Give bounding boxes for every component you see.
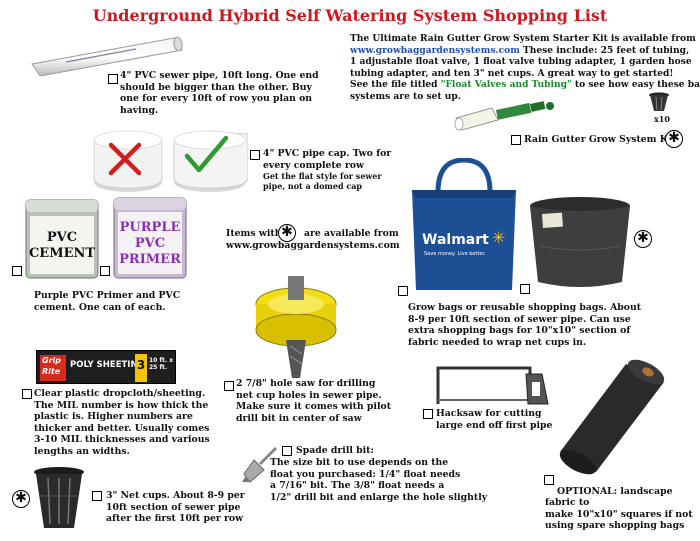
sheeting-mil: 3	[136, 358, 146, 372]
sheeting-checkbox[interactable]	[22, 389, 32, 399]
cans-text: Purple PVC Primer and PVC cement. One ca…	[34, 290, 181, 313]
fabric-body: landscape fabric to make 10"x10" squares…	[545, 485, 693, 532]
availability-star-icon: ✱	[278, 224, 296, 242]
grow-bag-star-icon: ✱	[634, 230, 652, 248]
sheeting-text: Clear plastic dropcloth/sheeting. The MI…	[34, 388, 210, 457]
fabric-heading: OPTIONAL:	[557, 485, 618, 497]
kit-site-link[interactable]: www.growbaggardensystems.com	[350, 44, 520, 56]
cap-text: 4" PVC pipe cap. Two for every complete …	[263, 148, 392, 171]
cement-checkbox[interactable]	[12, 266, 22, 276]
kit-label: Rain Gutter Grow System Kit	[524, 134, 676, 145]
sheeting-size: 10 ft. x 25 ft.	[149, 357, 174, 371]
sheeting-brand-2: Rite	[42, 367, 61, 376]
netcup-image	[32, 466, 86, 532]
grow-bag-image	[528, 196, 632, 290]
netcup-checkbox[interactable]	[92, 491, 102, 501]
walmart-bag-image: Walmart ✳ Save money. Live better.	[408, 157, 520, 294]
page-title: Underground Hybrid Self Watering System …	[92, 6, 608, 25]
kit-star-icon: ✱	[665, 130, 683, 148]
hole-saw-checkbox[interactable]	[224, 381, 234, 391]
poly-sheeting-image: Grip Rite POLY SHEETING 3 10 ft. x 25 ft…	[36, 350, 176, 384]
fabric-text: OPTIONAL: landscape fabric to make 10"x1…	[545, 474, 700, 532]
sheeting-product: POLY SHEETING	[70, 360, 145, 370]
kit-net-cup-image	[648, 92, 670, 112]
sheeting-brand-1: Grip	[42, 356, 61, 365]
cement-label-2: CEMENT	[28, 246, 96, 261]
sheeting-brand-logo	[40, 355, 66, 381]
availability-note: Items with are available from	[226, 228, 426, 240]
kit-line-5c: to see how easy these basic	[571, 79, 700, 91]
pvc-pipe-checkbox[interactable]	[108, 74, 118, 84]
pvc-primer-can: PURPLE PVC PRIMER	[110, 194, 190, 280]
spade-checkbox[interactable]	[282, 446, 292, 456]
kit-line-4: tubing adapter, and ten 3" net cups. A g…	[350, 67, 674, 79]
kit-line-3: 1 adjustable float valve, 1 float valve …	[350, 56, 692, 68]
green-check-icon	[184, 134, 229, 174]
fabric-checkbox[interactable]	[544, 475, 554, 485]
kit-line-6: systems are to set up.	[350, 90, 461, 102]
kit-cup-count: x10	[654, 114, 670, 124]
bags-text: Grow bags or reusable shopping bags. Abo…	[408, 302, 642, 348]
walmart-spark-icon: ✳	[492, 228, 506, 247]
hole-saw-image	[250, 270, 340, 380]
primer-label-2: PVC	[134, 236, 166, 251]
pvc-pipe-text: 4" PVC sewer pipe, 10ft long. One end sh…	[120, 70, 319, 116]
kit-line-5a: See the file titled	[350, 79, 441, 91]
walmart-logo-text: Walmart	[422, 232, 489, 248]
sheeting-mil-badge: 3	[135, 354, 147, 382]
hole-saw-text: 2 7/8" hole saw for drilling net cup hol…	[236, 378, 391, 424]
primer-label-1: PURPLE	[119, 220, 181, 235]
hacksaw-text: Hacksaw for cutting large end off first …	[436, 408, 553, 431]
availability-prefix: Items with	[226, 228, 282, 239]
float-valves-link[interactable]: "Float Valves and Tubing"	[440, 79, 572, 91]
hacksaw-image	[430, 360, 550, 410]
kit-line-2: These include: 25 feet of tubing,	[519, 44, 690, 56]
cement-label-1: PVC	[46, 230, 78, 245]
netcup-text: 3" Net cups. About 8-9 per 10ft section …	[106, 490, 245, 525]
primer-checkbox[interactable]	[100, 266, 110, 276]
spade-heading: Spade drill bit:	[296, 445, 374, 456]
fabric-roll-image	[556, 356, 672, 476]
availability-site[interactable]: www.growbaggardensystems.com	[226, 240, 400, 251]
primer-label-3: PRIMER	[119, 252, 181, 267]
float-valve-image	[452, 100, 564, 132]
pvc-cement-can: PVC CEMENT	[22, 196, 102, 280]
netcup-star-icon: ✱	[12, 490, 30, 508]
kit-description: The Ultimate Rain Gutter Grow System Sta…	[350, 33, 700, 103]
cap-subtext: Get the flat style for sewer pipe, not a…	[263, 171, 382, 191]
walmart-bag-checkbox[interactable]	[398, 286, 408, 296]
spade-bit-image	[240, 444, 278, 484]
grow-bag-checkbox[interactable]	[520, 284, 530, 294]
availability-suffix: are available from	[303, 228, 399, 239]
red-x-icon	[108, 142, 142, 176]
cap-checkbox[interactable]	[250, 150, 260, 160]
spade-text: The size bit to use depends on the float…	[270, 457, 488, 503]
kit-checkbox[interactable]	[511, 135, 521, 145]
walmart-tagline: Save money. Live better.	[424, 251, 486, 257]
pvc-pipe-image	[26, 34, 186, 77]
hacksaw-checkbox[interactable]	[423, 409, 433, 419]
kit-line-1: The Ultimate Rain Gutter Grow System Sta…	[350, 33, 696, 44]
